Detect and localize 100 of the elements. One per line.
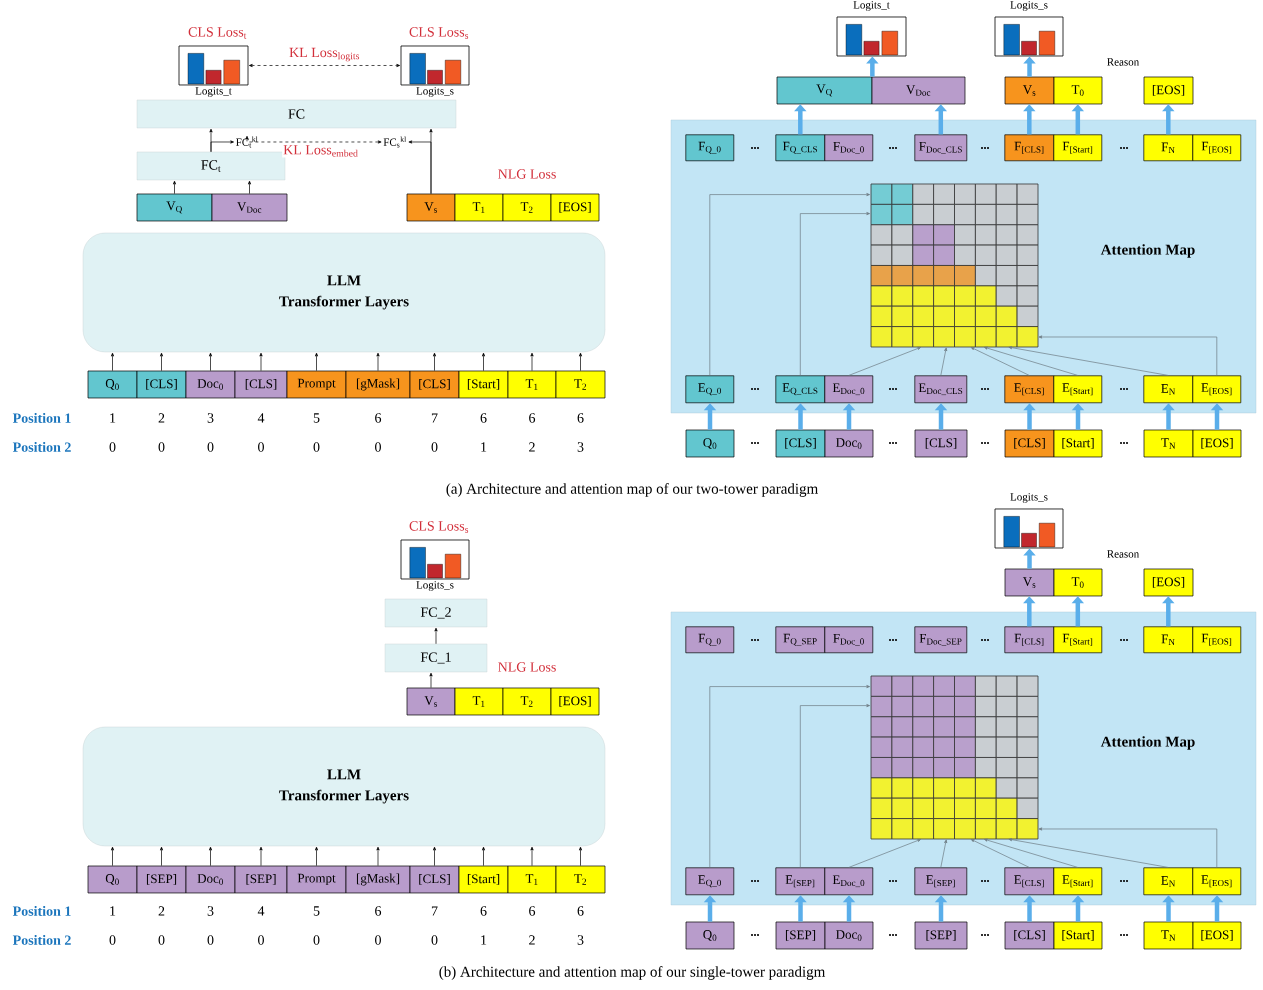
ellipsis: ... <box>981 442 989 444</box>
ellipsis: ... <box>1120 442 1128 444</box>
token-box: [CLS] <box>1004 429 1055 458</box>
dashed-arrow <box>245 135 382 144</box>
token-box: Doc$_{0}$ <box>824 921 874 950</box>
transformer-block: LLM Transformer Layers <box>82 232 606 353</box>
token-box: [SEP] <box>914 921 968 950</box>
arrow <box>208 352 213 371</box>
arrow <box>709 685 870 868</box>
ellipsis: ... <box>889 442 897 444</box>
ellipsis: ... <box>981 388 989 390</box>
position-number: 2 <box>158 413 165 423</box>
arrow <box>314 846 319 866</box>
loss-label: CLS Loss$_{s}$ <box>409 521 469 533</box>
token-box: Doc$_{0}$ <box>185 370 236 399</box>
token-box: E$_{Doc_CLS}$ <box>914 375 968 404</box>
row-label: Position 1 <box>12 413 71 423</box>
position-number: 4 <box>257 906 265 916</box>
token-box: T$_{2}$ <box>502 193 552 222</box>
token-box: E$_{[CLS]}$ <box>1004 375 1055 404</box>
position-number: 0 <box>431 935 438 945</box>
ellipsis: ... <box>751 639 759 641</box>
token-box: E$_{Q_CLS}$ <box>775 375 826 404</box>
position-number: 4 <box>257 413 265 423</box>
position-number: 0 <box>158 442 165 452</box>
position-number: 6 <box>529 413 536 423</box>
position-number: 6 <box>375 413 382 423</box>
arrow <box>1008 838 1169 868</box>
ellipsis: ... <box>889 880 897 882</box>
token-box: F$_{[EOS]}$ <box>1192 134 1242 162</box>
token-box: T$_{N}$ <box>1143 429 1194 458</box>
row-label: Position 2 <box>12 935 71 945</box>
token-box: Q$_{0}$ <box>87 370 138 399</box>
token-box: F$_{Q_0}$ <box>685 134 735 162</box>
token-box: F$_{Doc_SEP}$ <box>914 626 968 654</box>
position-number: 1 <box>110 413 116 423</box>
arrow <box>210 140 234 153</box>
position-number: 6 <box>529 906 536 916</box>
token-box: V$_{Q}$ <box>776 76 873 105</box>
token-box: Prompt <box>286 865 347 894</box>
token-box: [EOS] <box>550 193 600 222</box>
chart-label: Logits_s <box>1010 1 1048 11</box>
position-number: 3 <box>207 413 214 423</box>
token-box: F$_{N}$ <box>1143 134 1194 162</box>
token-box: [Start] <box>1053 921 1103 950</box>
arrow <box>110 846 115 866</box>
token-box: E$_{Q_0}$ <box>685 375 735 404</box>
token-box: T$_{1}$ <box>507 865 557 894</box>
arrow <box>970 347 1030 376</box>
ellipsis: ... <box>889 934 897 936</box>
panel-title: Attention Map <box>1100 244 1195 258</box>
layer-box: FC_2 <box>384 598 488 628</box>
output-label: Reason <box>1107 58 1140 66</box>
token-box: F$_{Doc_0}$ <box>824 626 874 654</box>
token-box: T$_{2}$ <box>502 687 552 716</box>
token-box: F$_{N}$ <box>1143 626 1194 654</box>
arrow <box>970 839 1030 868</box>
token-box: F$_{Doc_CLS}$ <box>914 134 968 162</box>
arrow <box>314 352 319 371</box>
token-box: [Start] <box>1053 429 1103 458</box>
ellipsis: ... <box>889 147 897 149</box>
position-number: 7 <box>431 413 438 423</box>
token-box: E$_{Doc_0}$ <box>824 375 874 404</box>
position-number: 6 <box>480 413 487 423</box>
ellipsis: ... <box>751 147 759 149</box>
token-box: V$_{s}$ <box>1004 568 1055 597</box>
arrow <box>259 846 263 866</box>
arrow <box>110 352 115 371</box>
token-box: [EOS] <box>1192 429 1242 458</box>
token-box: V$_{Doc}$ <box>211 193 288 222</box>
arrow <box>429 128 433 194</box>
position-number: 0 <box>109 442 116 452</box>
arrow <box>530 352 534 371</box>
token-box: [CLS] <box>914 429 968 458</box>
token-box: [SEP] <box>136 865 187 894</box>
token-box: Prompt <box>286 370 347 399</box>
position-number: 6 <box>375 906 382 916</box>
attention-grid <box>870 675 1039 840</box>
token-box: T$_{0}$ <box>1053 76 1103 105</box>
token-box: [EOS] <box>1192 921 1242 950</box>
edge-label: KL Loss$_{embed}$ <box>282 144 360 158</box>
token-box: [gMask] <box>345 865 411 894</box>
token-box: [Start] <box>458 865 509 894</box>
token-box: [EOS] <box>550 687 600 716</box>
position-number: 0 <box>431 442 438 452</box>
token-box: Doc$_{0}$ <box>824 429 874 458</box>
token-box: T$_{1}$ <box>454 687 504 716</box>
chart-label: Logits_t <box>853 1 890 11</box>
ellipsis: ... <box>981 639 989 641</box>
token-box: T$_{2}$ <box>555 370 606 399</box>
arrow <box>432 352 437 371</box>
ellipsis: ... <box>981 147 989 149</box>
arrow <box>376 352 380 371</box>
token-box: T$_{0}$ <box>1053 568 1103 597</box>
token-box: E$_{Q_0}$ <box>685 867 735 896</box>
arrow <box>172 180 177 194</box>
token-box: E$_{[SEP]}$ <box>914 867 968 896</box>
caption: (b) Architecture and attention map of our single-tower paradigm <box>439 966 826 980</box>
token-box: E$_{[EOS]}$ <box>1192 375 1242 404</box>
loss-label: NLG Loss <box>498 662 556 672</box>
